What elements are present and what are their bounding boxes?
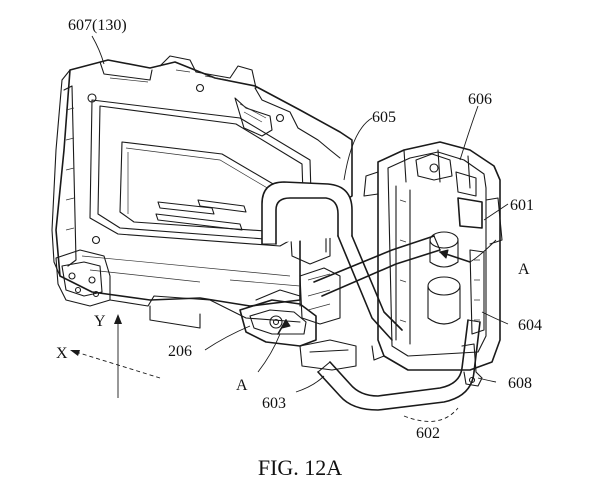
label-x-axis: X (56, 345, 68, 362)
leader-603 (295, 375, 325, 393)
leader-206 (204, 325, 251, 351)
label-y-axis: Y (94, 313, 106, 330)
x-axis-line (75, 351, 161, 379)
cable-tube-drawing (261, 181, 481, 411)
label-607: 607(130) (68, 17, 127, 34)
leader-605 (343, 117, 373, 181)
label-206: 206 (168, 343, 192, 360)
leader-602 (403, 407, 459, 422)
leader-604 (481, 311, 509, 325)
leader-608 (477, 377, 497, 383)
label-608: 608 (508, 375, 532, 392)
leader-a-right (469, 239, 497, 263)
label-603: 603 (262, 395, 286, 412)
leader-601 (483, 203, 509, 221)
label-605: 605 (372, 109, 396, 126)
right-housing-drawing (363, 141, 503, 387)
label-604: 604 (518, 317, 542, 334)
leader-606 (459, 105, 479, 161)
leader-a-left (257, 333, 281, 373)
leader-lines (91, 35, 509, 422)
leader-607 (91, 35, 105, 65)
figure-caption: FIG. 12A (258, 455, 342, 480)
label-601: 601 (510, 197, 534, 214)
label-a-left: A (236, 377, 248, 394)
label-606: 606 (468, 91, 492, 108)
label-a-right: A (518, 261, 530, 278)
label-602: 602 (416, 425, 440, 442)
axis-indicator (70, 314, 161, 398)
hinge-bracket-drawing (239, 213, 357, 371)
